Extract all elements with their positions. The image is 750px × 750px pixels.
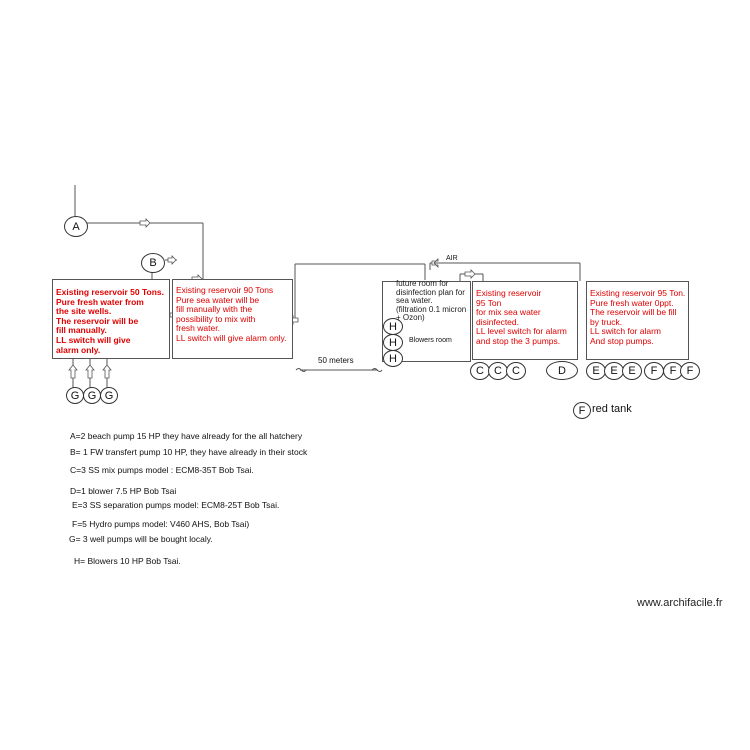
hydro-pump-f-circle: F [573, 402, 591, 419]
arrow-right-icon [139, 218, 151, 228]
blower-h-circle: H [383, 350, 403, 367]
reservoir-95-fresh-text: Existing reservoir 95 Ton. Pure fresh wa… [590, 288, 686, 346]
mix-pump-c-circle: C [488, 362, 508, 380]
arrow-right-icon [464, 269, 476, 279]
legend-item: G= 3 well pumps will be bought localy. [69, 534, 213, 544]
mix-pump-c-circle: C [470, 362, 490, 380]
well-pump-g-circle: G [66, 387, 84, 404]
arrow-up-icon [102, 364, 112, 379]
arrow-up-icon [85, 364, 95, 379]
watermark[interactable]: www.archifacile.fr [637, 597, 723, 609]
separation-pump-e-circle: E [586, 362, 606, 380]
arrow-up-icon [68, 364, 78, 379]
legend-item: D=1 blower 7.5 HP Bob Tsai [70, 486, 177, 496]
pump-a-circle: A [64, 216, 88, 237]
distance-label: 50 meters [318, 356, 354, 365]
legend-item: F=5 Hydro pumps model: V460 AHS, Bob Tsa… [72, 519, 250, 529]
blower-h-circle: H [383, 318, 403, 335]
reservoir-95-mix: Existing reservoir 95 Ton for mix sea wa… [472, 281, 578, 360]
arrow-right-icon [167, 255, 177, 265]
legend-item: A=2 beach pump 15 HP they have already f… [70, 431, 303, 441]
legend-item: H= Blowers 10 HP Bob Tsai. [74, 556, 181, 566]
well-pump-g-circle: G [83, 387, 101, 404]
hydro-pump-f-circle: F [680, 362, 700, 380]
legend-item: C=3 SS mix pumps model : ECM8-35T Bob Ts… [70, 465, 254, 475]
reservoir-50-text: Existing reservoir 50 Tons. Pure fresh w… [56, 287, 165, 355]
air-label: AIR [446, 255, 458, 262]
reservoir-90-text: Existing reservoir 90 Tons Pure sea wate… [176, 285, 287, 343]
blower-d-circle: D [546, 361, 578, 380]
separation-pump-e-circle: E [622, 362, 642, 380]
hydro-pump-f-circle: F [644, 362, 664, 380]
separation-pump-e-circle: E [604, 362, 624, 380]
well-pump-g-circle: G [100, 387, 118, 404]
blowers-room-label: Blowers room [409, 337, 452, 344]
reservoir-50-tons: Existing reservoir 50 Tons. Pure fresh w… [52, 279, 170, 359]
reservoir-90-tons: Existing reservoir 90 Tons Pure sea wate… [172, 279, 293, 359]
legend-item: E=3 SS separation pumps model: ECM8-25T … [72, 500, 280, 510]
legend-item: B= 1 FW transfert pump 10 HP, they have … [70, 447, 308, 457]
arrow-left-icon [431, 258, 439, 268]
blower-h-circle: H [383, 334, 403, 351]
reservoir-95-mix-text: Existing reservoir 95 Ton for mix sea wa… [476, 288, 567, 346]
red-tank-label: red tank [592, 403, 632, 415]
reservoir-95-fresh: Existing reservoir 95 Ton. Pure fresh wa… [586, 281, 689, 360]
pump-b-circle: B [141, 253, 165, 273]
future-room-text: future room for disinfection plan for se… [396, 279, 467, 323]
mix-pump-c-circle: C [506, 362, 526, 380]
